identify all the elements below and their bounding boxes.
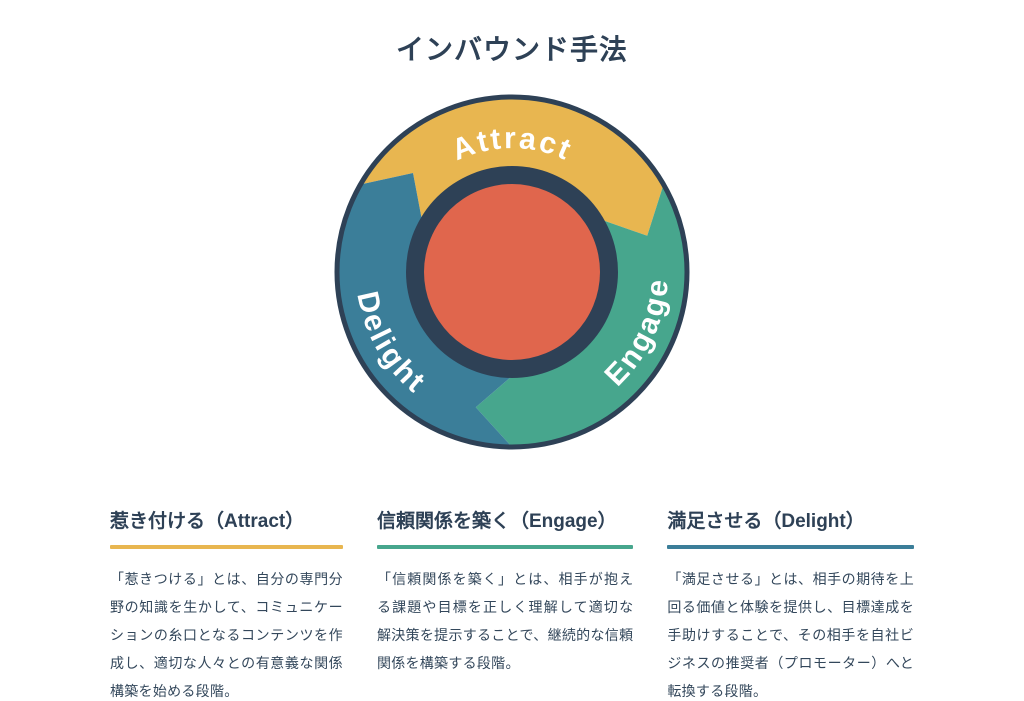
flywheel-center-circle — [424, 184, 600, 360]
attract-column-heading: 惹き付ける（Attract） — [110, 511, 305, 532]
engage-column-heading: 信頼関係を築く（Engage） — [376, 511, 617, 532]
engage-column: 信頼関係を築く（Engage） 「信頼関係を築く」とは、相手が抱える課題や目標を… — [376, 506, 634, 701]
description-columns: 惹き付ける（Attract） 「惹きつける」とは、自分の専門分野の知識を生かして… — [0, 506, 1024, 701]
engage-column-body: 「信頼関係を築く」とは、相手が抱える課題や目標を正しく理解して適切な解決策を提示… — [376, 571, 634, 671]
delight-column-heading: 満足させる（Delight） — [667, 511, 865, 532]
attract-accent-bar — [110, 545, 343, 549]
attract-column-body: 「惹きつける」とは、自分の専門分野の知識を生かして、コミュニケーションの糸口とな… — [110, 571, 343, 699]
delight-column: 満足させる（Delight） 「満足させる」とは、相手の期待を上回る価値と体験を… — [667, 506, 914, 701]
attract-column: 惹き付ける（Attract） 「惹きつける」とは、自分の専門分野の知識を生かして… — [110, 506, 343, 701]
flywheel-diagram: Attract Engage Delight — [322, 82, 702, 462]
delight-segment — [337, 173, 512, 447]
engage-accent-bar — [376, 545, 634, 549]
engage-segment — [475, 184, 687, 447]
delight-accent-bar — [667, 545, 914, 549]
delight-column-body: 「満足させる」とは、相手の期待を上回る価値と体験を提供し、目標達成を手助けするこ… — [667, 571, 914, 699]
flywheel-outline — [334, 94, 690, 450]
flywheel-svg: Attract Engage Delight — [334, 94, 690, 450]
page-title: インバウンド手法 — [395, 34, 628, 65]
